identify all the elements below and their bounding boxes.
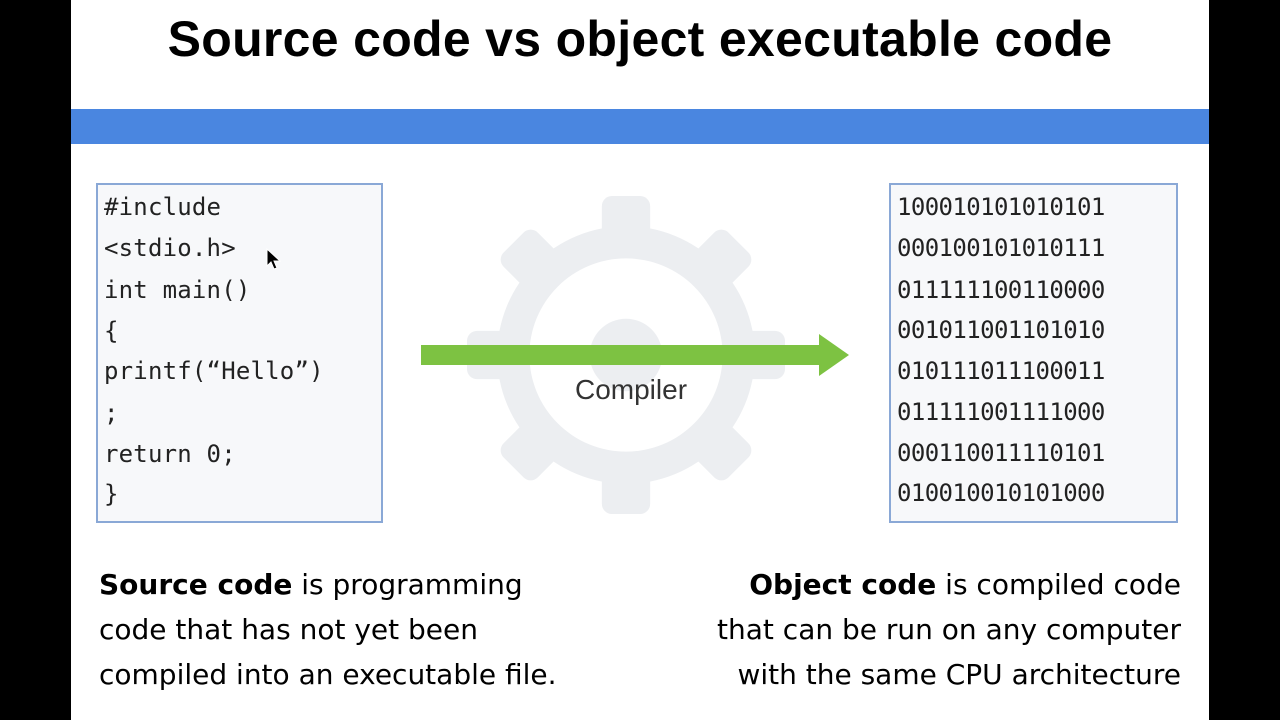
- source-code-line: }: [104, 480, 119, 508]
- source-code-line: ;: [104, 399, 119, 427]
- source-code-line: <stdio.h>: [104, 234, 236, 262]
- object-code-line: 100010101010101: [897, 193, 1105, 221]
- object-description-line: with the same CPU architecture: [737, 658, 1181, 691]
- object-code-description: Object code is compiled code that can be…: [641, 562, 1181, 697]
- object-code-line: 010010010101000: [897, 479, 1105, 507]
- object-description-line: Object code is compiled code: [749, 568, 1181, 601]
- object-code-line: 000110011110101: [897, 439, 1105, 467]
- source-code-description: Source code is programming code that has…: [99, 562, 639, 697]
- object-code-term: Object code: [749, 568, 937, 601]
- source-code-line: int main(): [104, 276, 251, 304]
- accent-bar: [71, 109, 1209, 144]
- object-code-line: 011111001111000: [897, 398, 1105, 426]
- source-code-line: printf(“Hello”): [104, 357, 324, 385]
- object-code-line: 011111100110000: [897, 276, 1105, 304]
- source-code-line: return 0;: [104, 440, 236, 468]
- mouse-cursor-icon: [266, 248, 282, 270]
- slide: Source code vs object executable code #i…: [71, 0, 1209, 720]
- slide-title: Source code vs object executable code: [167, 11, 1113, 67]
- object-code-line: 001011001101010: [897, 316, 1105, 344]
- source-description-line: compiled into an executable file.: [99, 658, 557, 691]
- source-code-line: #include: [104, 193, 222, 221]
- object-code-line: 000100101010111: [897, 234, 1105, 262]
- source-code-box: #include <stdio.h> int main() { printf(“…: [96, 183, 383, 523]
- source-description-line: Source code is programming: [99, 568, 523, 601]
- compiler-label: Compiler: [574, 374, 688, 405]
- arrow-right-icon: [421, 334, 849, 376]
- object-code-line: 010111011100011: [897, 357, 1105, 385]
- source-code-line: {: [104, 317, 119, 345]
- source-description-line: code that has not yet been: [99, 613, 478, 646]
- source-code-term: Source code: [99, 568, 293, 601]
- object-description-line: that can be run on any computer: [717, 613, 1181, 646]
- object-code-box: 100010101010101 000100101010111 01111110…: [889, 183, 1178, 523]
